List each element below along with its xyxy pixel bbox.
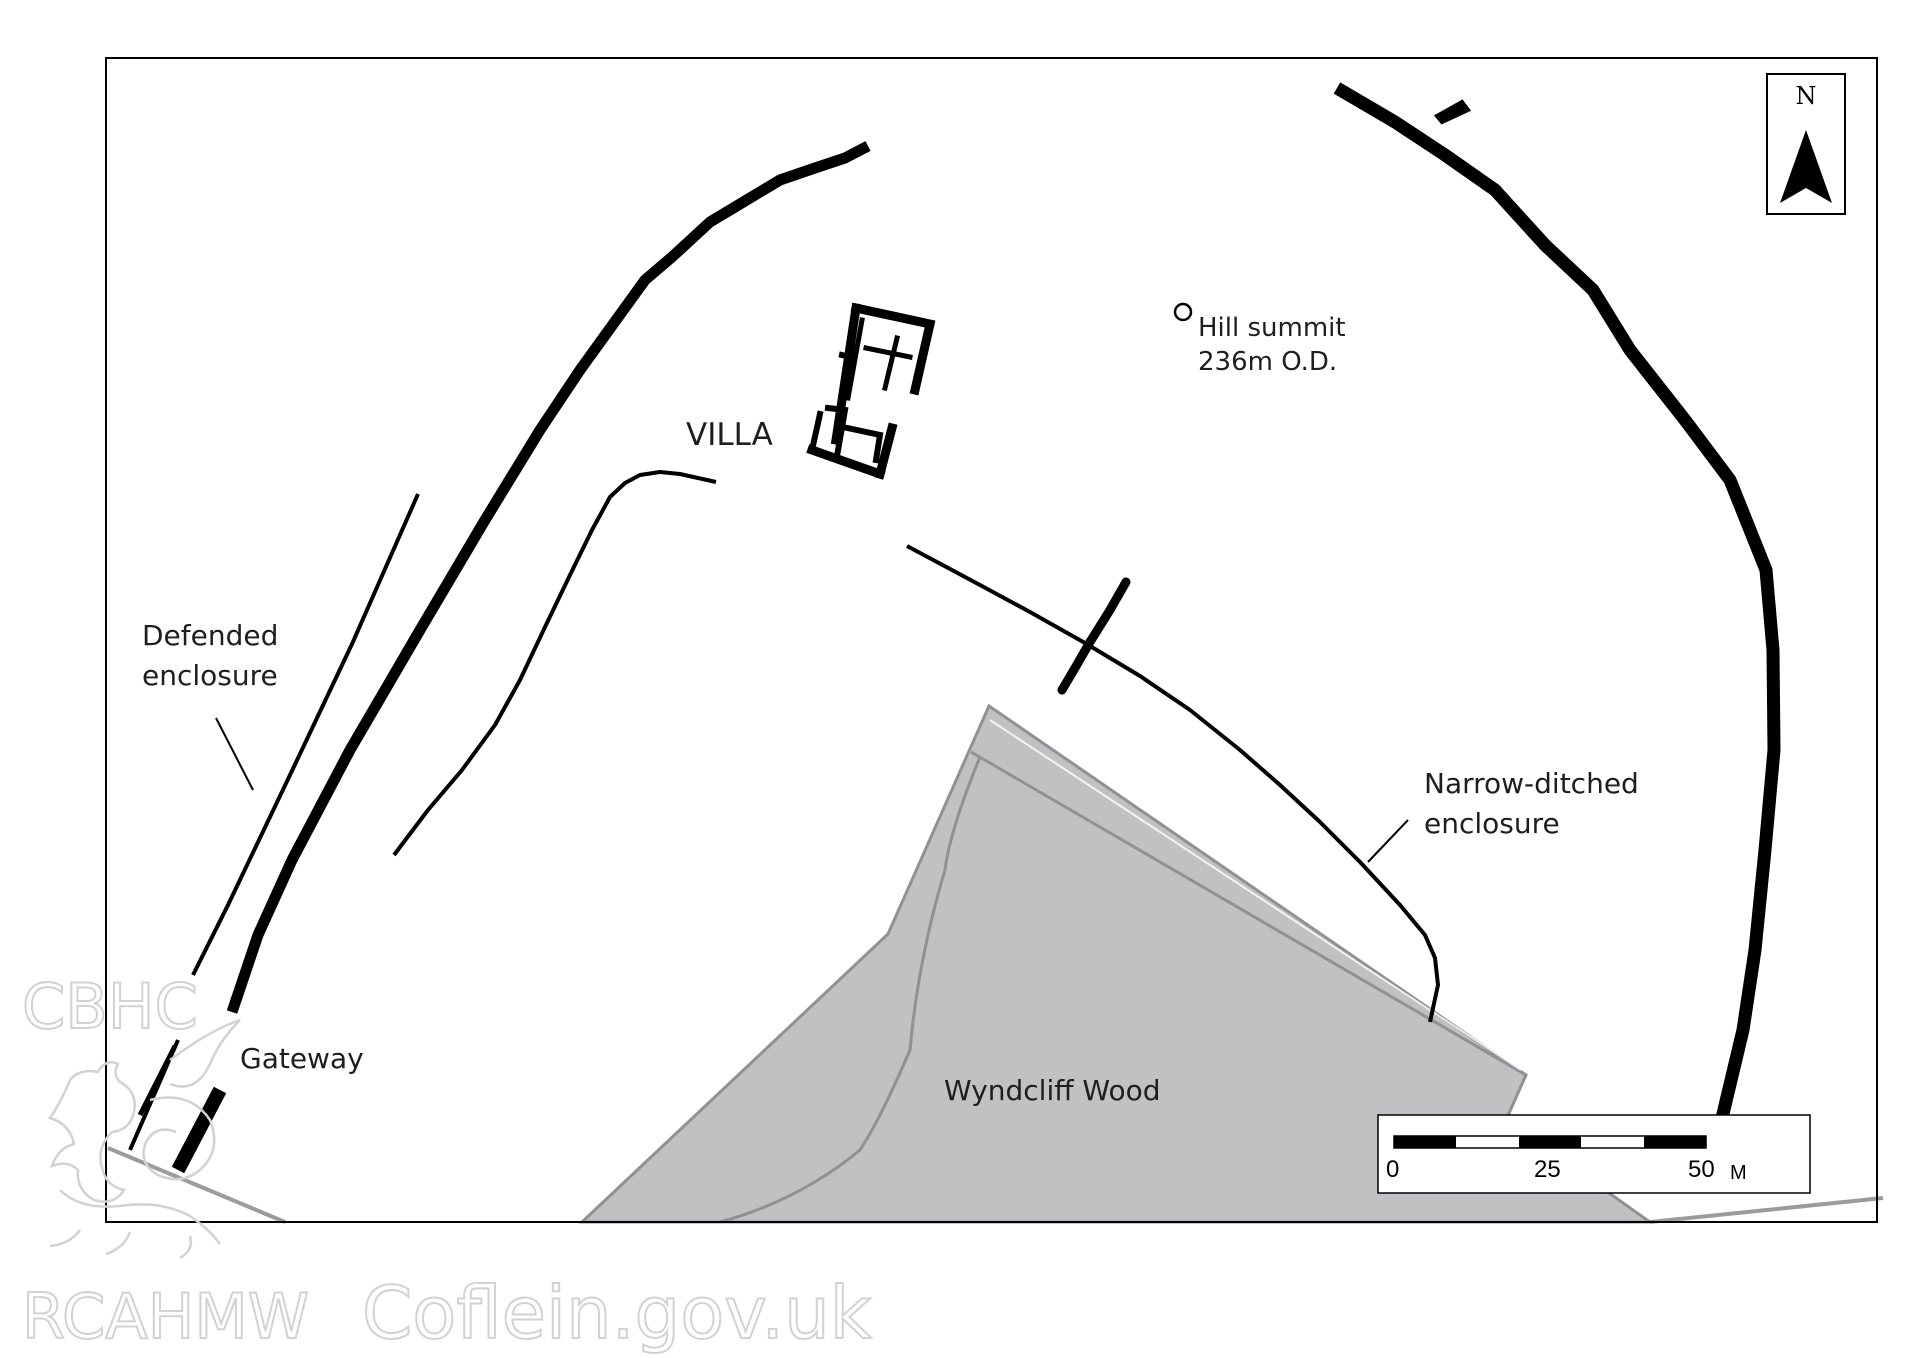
watermark-org: RCAHMW <box>22 1280 309 1353</box>
gateway-thin-mark <box>137 1044 178 1117</box>
defended-enclosure-label-line1: Defended <box>142 619 278 652</box>
scale-tick-25: 25 <box>1534 1156 1561 1183</box>
villa-label: VILLA <box>686 417 773 453</box>
defended-enclosure-ditch <box>226 141 871 1014</box>
defended-enclosure-label-line2: enclosure <box>142 659 278 692</box>
eastern-ditch <box>1333 82 1781 1120</box>
narrow-ditched-enclosure-line <box>906 544 1440 1023</box>
eastern-ditch-fragment <box>1433 99 1472 125</box>
scale-tick-0: 0 <box>1386 1156 1399 1183</box>
hill-summit-label-line1: Hill summit <box>1198 313 1346 343</box>
gateway-terminal <box>171 1086 227 1174</box>
north-arrow-icon <box>1780 130 1832 203</box>
track-line-right <box>1649 1196 1884 1224</box>
scale-unit: M <box>1730 1162 1747 1184</box>
defended-enclosure-leader <box>215 717 254 791</box>
narrow-ditched-leader <box>1367 819 1409 863</box>
defended-enclosure-thin-line <box>191 493 420 976</box>
watermark: CBHC RCAHMW Coflein.gov.uk <box>21 969 873 1356</box>
track-line <box>107 1146 286 1224</box>
watermark-site: Coflein.gov.uk <box>362 1271 872 1355</box>
cross-ditch <box>1057 577 1131 695</box>
narrow-ditched-label-line1: Narrow-ditched <box>1424 767 1639 800</box>
hill-summit-label-line2: 236m O.D. <box>1198 347 1337 377</box>
scale-tick-50: 50 <box>1688 1156 1715 1183</box>
inner-enclosure-line <box>392 470 717 857</box>
gateway-label: Gateway <box>240 1042 364 1075</box>
north-letter: N <box>1796 82 1817 110</box>
villa-building-plan <box>806 302 936 480</box>
narrow-ditched-label-line2: enclosure <box>1424 807 1560 840</box>
wyndcliff-wood-label: Wyndcliff Wood <box>944 1074 1161 1107</box>
watermark-logo-text: CBHC <box>22 970 198 1043</box>
scale-bar: 0 25 50 M <box>1377 1114 1811 1194</box>
dragon-logo-icon <box>47 1018 241 1260</box>
hill-summit-marker <box>1173 302 1193 322</box>
map-frame <box>105 57 1878 1223</box>
north-arrow: N <box>1766 73 1846 215</box>
